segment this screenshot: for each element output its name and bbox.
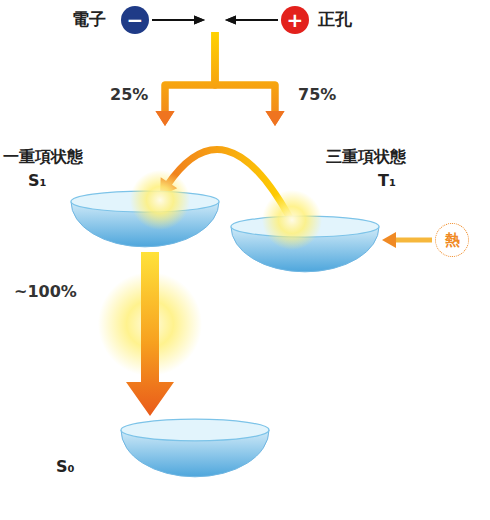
state-heading: 一重項状態: [3, 148, 83, 166]
arrow-head: [266, 111, 285, 126]
branch-line: [215, 32, 275, 113]
approach-line: [234, 19, 278, 21]
arrow-head: [156, 111, 175, 126]
state-symbol: T₁: [378, 172, 396, 190]
electron-circle: 電子−: [121, 6, 149, 34]
branch-line: [165, 32, 215, 113]
symbol-text: −: [127, 10, 144, 30]
particle-label: 正孔: [318, 10, 352, 30]
branch-line: [165, 32, 215, 113]
approach-line: [152, 19, 196, 21]
approach-line: [152, 19, 196, 21]
branch-percentage: 75%: [298, 86, 336, 104]
connector: [382, 232, 432, 248]
symbol-text: 熱: [445, 233, 460, 248]
connector: [152, 16, 215, 127]
triplet-dish: 三重項状態T₁: [230, 128, 380, 273]
arrow-head: [156, 111, 175, 126]
heat-circle: 熱: [435, 223, 469, 257]
singlet-dish: 一重項状態S₁: [70, 128, 220, 248]
branch-percentage: 25%: [110, 86, 148, 104]
yield-label: ~100%: [14, 283, 77, 301]
approach-line: [234, 19, 278, 21]
state-heading: 三重項状態: [326, 148, 406, 166]
connector: [215, 16, 285, 127]
symbol-text: +: [287, 10, 304, 30]
arrow-head: [225, 16, 236, 25]
heat-line: [394, 238, 432, 243]
arrow-head: [266, 111, 285, 126]
connector: [156, 16, 279, 127]
dish-shape: [120, 418, 270, 478]
hole-circle: 正孔+: [281, 6, 309, 34]
state-symbol: S₁: [28, 172, 47, 190]
connector: [152, 16, 285, 127]
arrow-head: [194, 16, 205, 25]
ground-dish: S₀: [120, 418, 270, 478]
arrow-head: [225, 16, 236, 25]
arrow-head: [194, 16, 205, 25]
emission-arrow: [126, 252, 174, 416]
dish-shape: [70, 128, 220, 248]
branch-line: [215, 32, 275, 113]
state-symbol: S₀: [56, 458, 75, 476]
arrow-head: [382, 232, 396, 248]
particle-label: 電子: [72, 10, 106, 30]
connector: [98, 252, 202, 416]
